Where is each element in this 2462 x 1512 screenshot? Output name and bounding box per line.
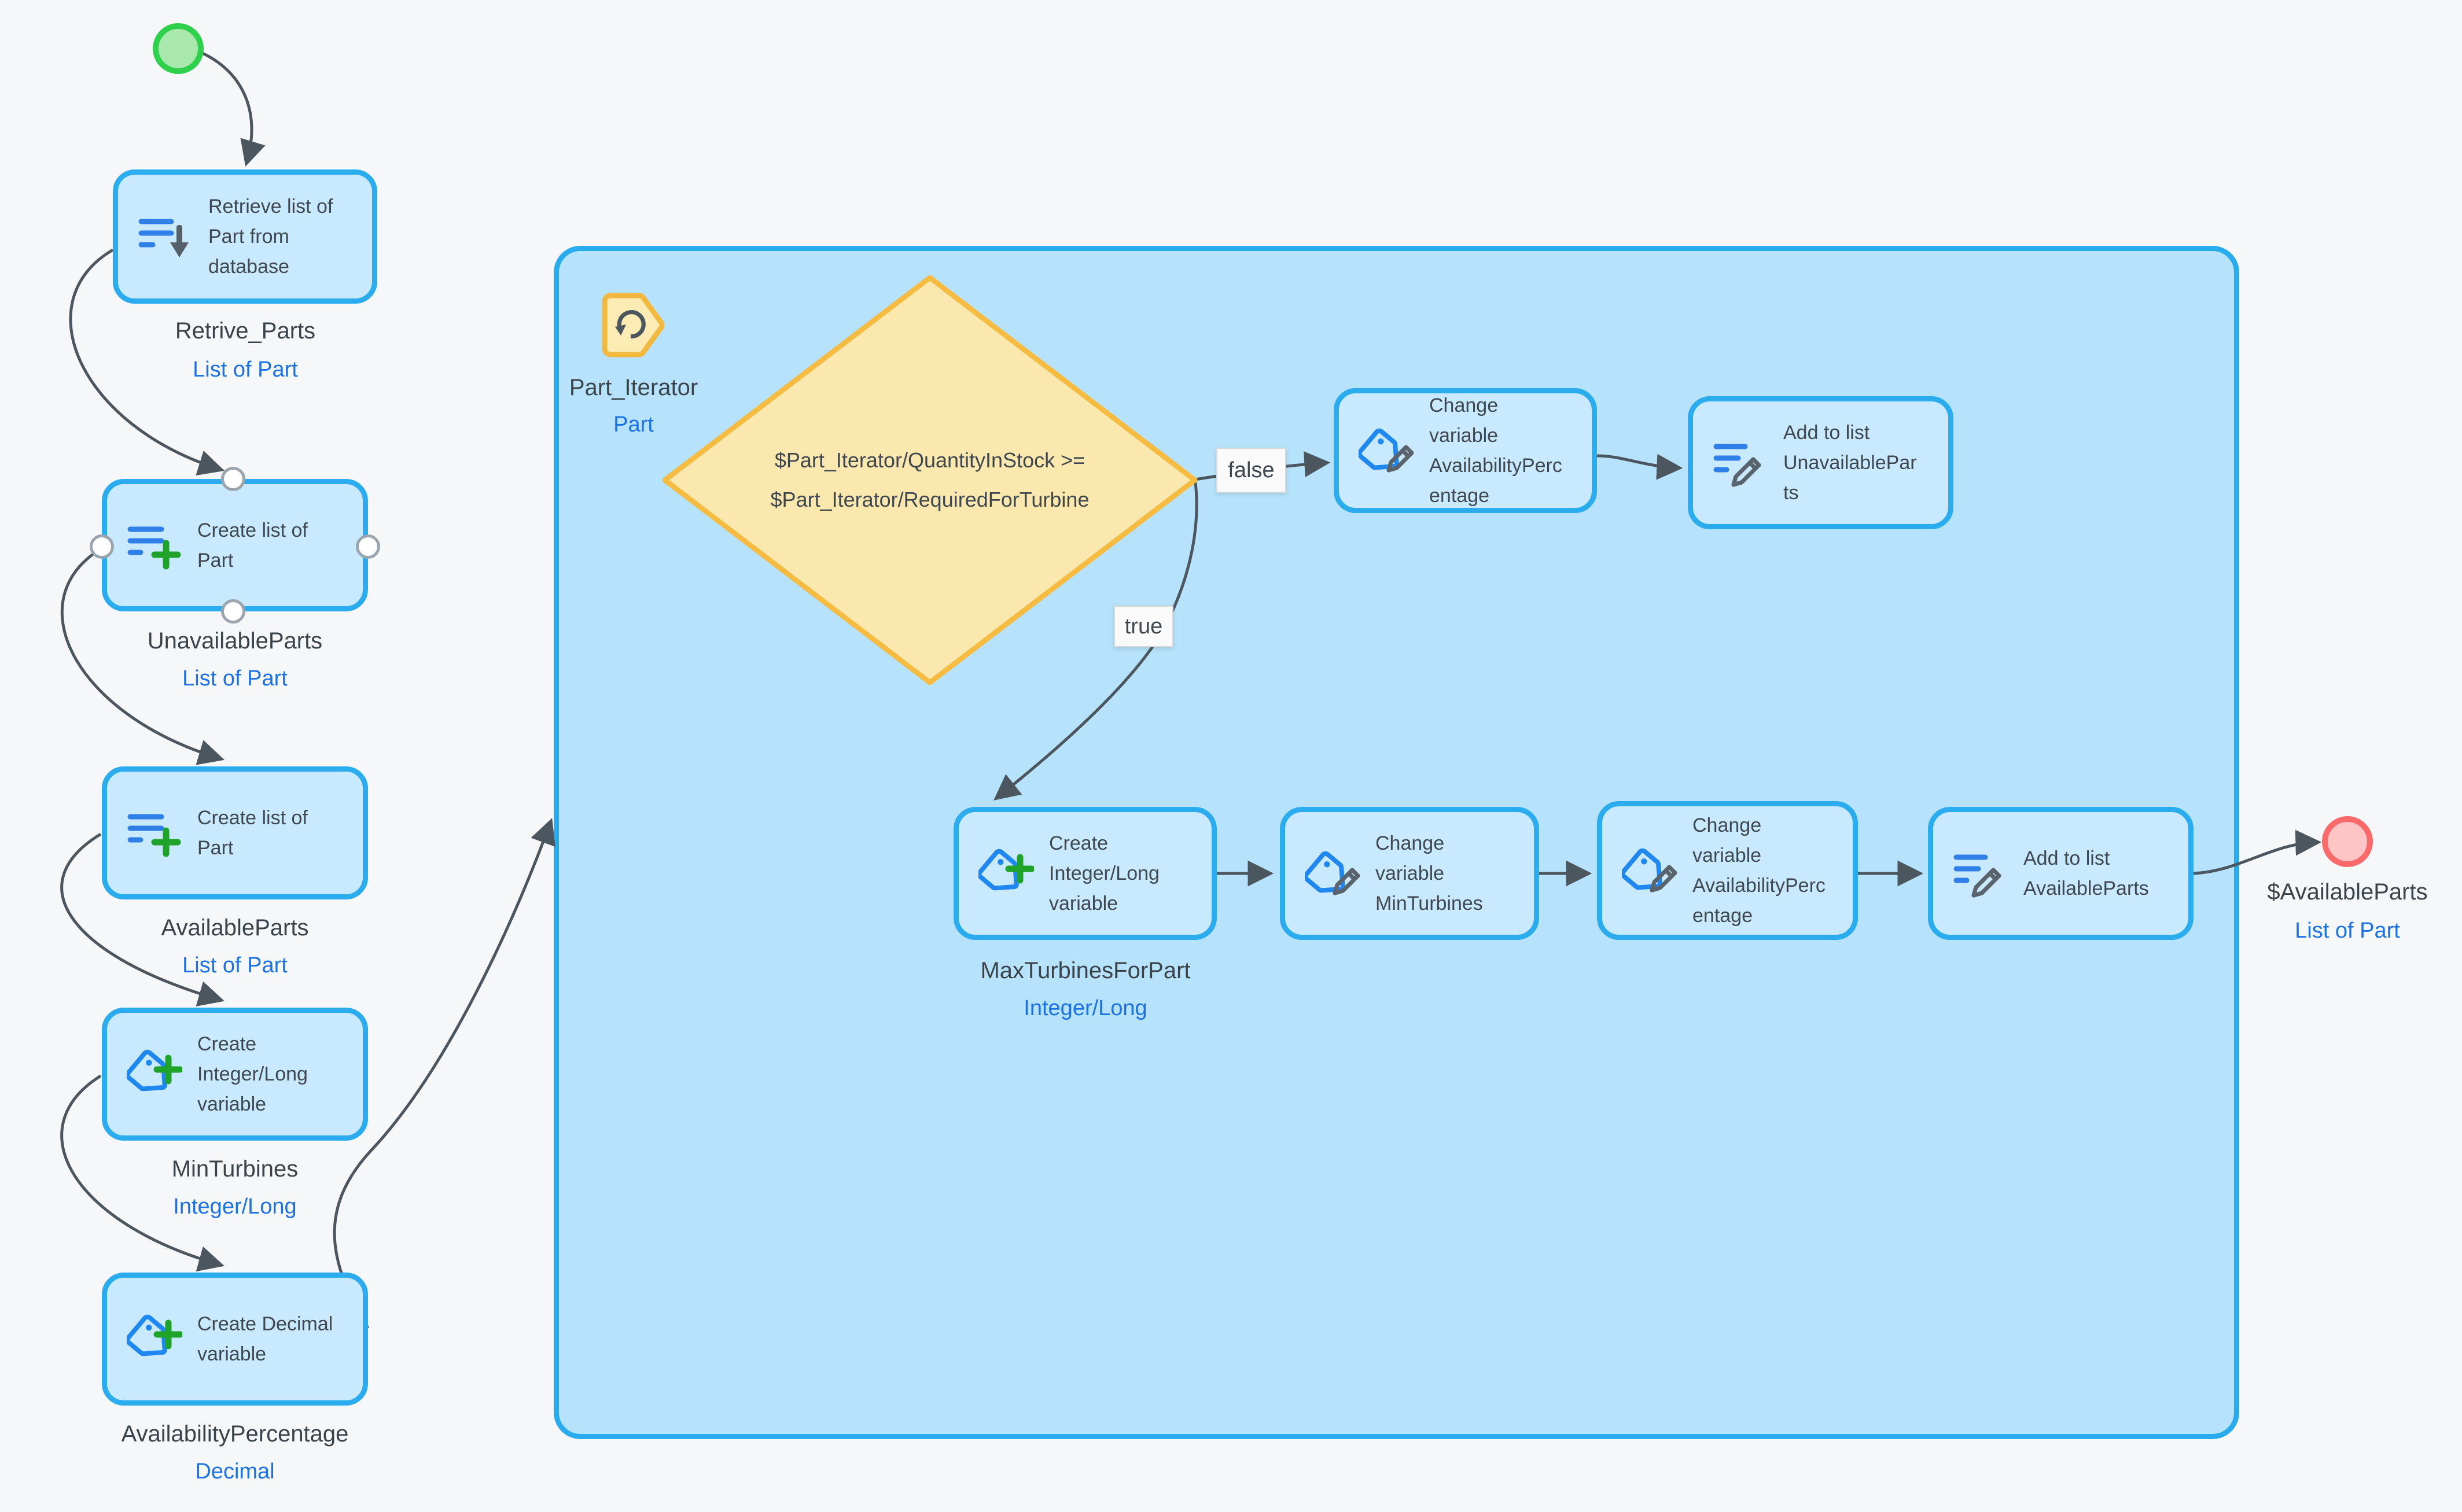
node-type-label: List of Part (182, 666, 288, 691)
create-variable-icon (978, 849, 1034, 891)
iterator-type-label: Part (613, 412, 654, 437)
change-variable-icon (1305, 851, 1360, 895)
decision-diamond[interactable] (662, 275, 1198, 685)
create-variable-icon (127, 1049, 182, 1091)
edge-loop-to-end[interactable] (2193, 829, 2322, 875)
add-to-list-icon (1953, 854, 2001, 898)
edge-start-to-retrieve[interactable] (201, 51, 266, 167)
start-event[interactable] (153, 23, 204, 74)
node-title: Change variable AvailabilityPercentage (1429, 394, 1562, 507)
node-name-label: AvailableParts (161, 915, 309, 941)
node-title: Create Decimal variable (197, 1313, 333, 1365)
handle-right[interactable] (356, 534, 380, 559)
node-title: Add to list AvailableParts (2023, 847, 2149, 899)
end-variable-label: $AvailableParts (2267, 879, 2428, 905)
edge-change-to-addunavailable[interactable] (1596, 453, 1683, 480)
add-to-list-icon (1713, 444, 1761, 487)
node-create-unavailableparts[interactable]: Create list of Part (102, 479, 368, 611)
edge-label-true[interactable]: true (1114, 606, 1173, 647)
node-type-label: Integer/Long (173, 1194, 297, 1219)
retrieve-list-icon (138, 219, 189, 257)
node-add-to-availableparts[interactable]: Add to list AvailableParts (1928, 807, 2194, 940)
create-list-icon (127, 526, 181, 569)
node-type-label: Integer/Long (1024, 996, 1147, 1020)
node-title: Create list of Part (197, 807, 308, 859)
end-variable-type: List of Part (2295, 919, 2400, 943)
iterator-name-label: Part_Iterator (569, 375, 698, 400)
edge-minturbines-to-decimal[interactable] (60, 1074, 225, 1272)
decision-condition: $Part_Iterator/QuantityInStock >= $Part_… (681, 441, 1179, 519)
node-add-to-unavailableparts[interactable]: Add to list UnavailableParts (1688, 396, 1953, 529)
node-title: Change variable AvailabilityPercentage (1692, 814, 1826, 927)
node-change-availability-true[interactable]: Change variable AvailabilityPercentage (1597, 801, 1858, 940)
edge-available-to-minturbines[interactable] (60, 832, 225, 1006)
edge-decimal-to-loop[interactable] (333, 818, 555, 1329)
edge-label-false[interactable]: false (1216, 448, 1286, 493)
node-name-label: AvailabilityPercentage (121, 1421, 349, 1447)
create-list-icon (127, 814, 181, 857)
end-event[interactable] (2322, 816, 2373, 867)
node-type-label: Decimal (195, 1459, 275, 1484)
change-variable-icon (1622, 848, 1677, 893)
node-title: Create list of Part (197, 519, 308, 571)
node-type-label: List of Part (182, 953, 288, 978)
node-create-maxturbinesforpart[interactable]: Create Integer/Long variable (954, 807, 1217, 940)
node-name-label: MaxTurbinesForPart (980, 958, 1191, 983)
node-title: Change variable MinTurbines (1375, 832, 1483, 914)
node-create-minturbines[interactable]: Create Integer/Long variable (102, 1008, 368, 1141)
node-retrieve-parts[interactable]: Retrieve list of Part from database (113, 169, 377, 304)
edge-retrieve-to-unavailable[interactable] (69, 248, 225, 475)
handle-top[interactable] (221, 467, 245, 491)
node-name-label: UnavailableParts (147, 628, 323, 654)
handle-left[interactable] (90, 534, 114, 559)
node-name-label: Retrive_Parts (175, 318, 316, 344)
node-change-minturbines[interactable]: Change variable MinTurbines (1280, 807, 1539, 940)
create-variable-icon (127, 1314, 182, 1356)
edge-unavailable-to-available[interactable] (60, 547, 225, 765)
node-title: Add to list UnavailableParts (1783, 422, 1917, 504)
node-create-availabilitypercentage[interactable]: Create Decimal variable (102, 1273, 368, 1406)
change-variable-icon (1359, 428, 1414, 473)
node-name-label: MinTurbines (171, 1156, 299, 1182)
decision-condition-line1: $Part_Iterator/QuantityInStock >= (774, 448, 1085, 472)
node-change-availability-false[interactable]: Change variable AvailabilityPercentage (1334, 388, 1597, 513)
node-type-label: List of Part (193, 357, 298, 382)
node-title: Retrieve list of Part from database (208, 196, 333, 278)
loop-iterator-icon[interactable] (599, 290, 668, 360)
node-create-availableparts[interactable]: Create list of Part (102, 766, 368, 899)
decision-condition-line2: $Part_Iterator/RequiredForTurbine (770, 488, 1090, 511)
node-title: Create Integer/Long variable (1049, 832, 1160, 914)
node-title: Create Integer/Long variable (197, 1033, 308, 1115)
handle-bottom[interactable] (221, 599, 245, 624)
